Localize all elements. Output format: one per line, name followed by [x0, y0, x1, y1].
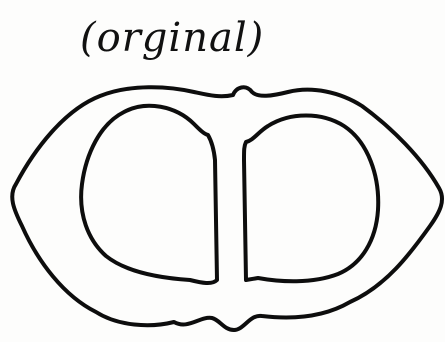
right-cavity	[244, 116, 378, 282]
left-cavity	[81, 106, 217, 283]
